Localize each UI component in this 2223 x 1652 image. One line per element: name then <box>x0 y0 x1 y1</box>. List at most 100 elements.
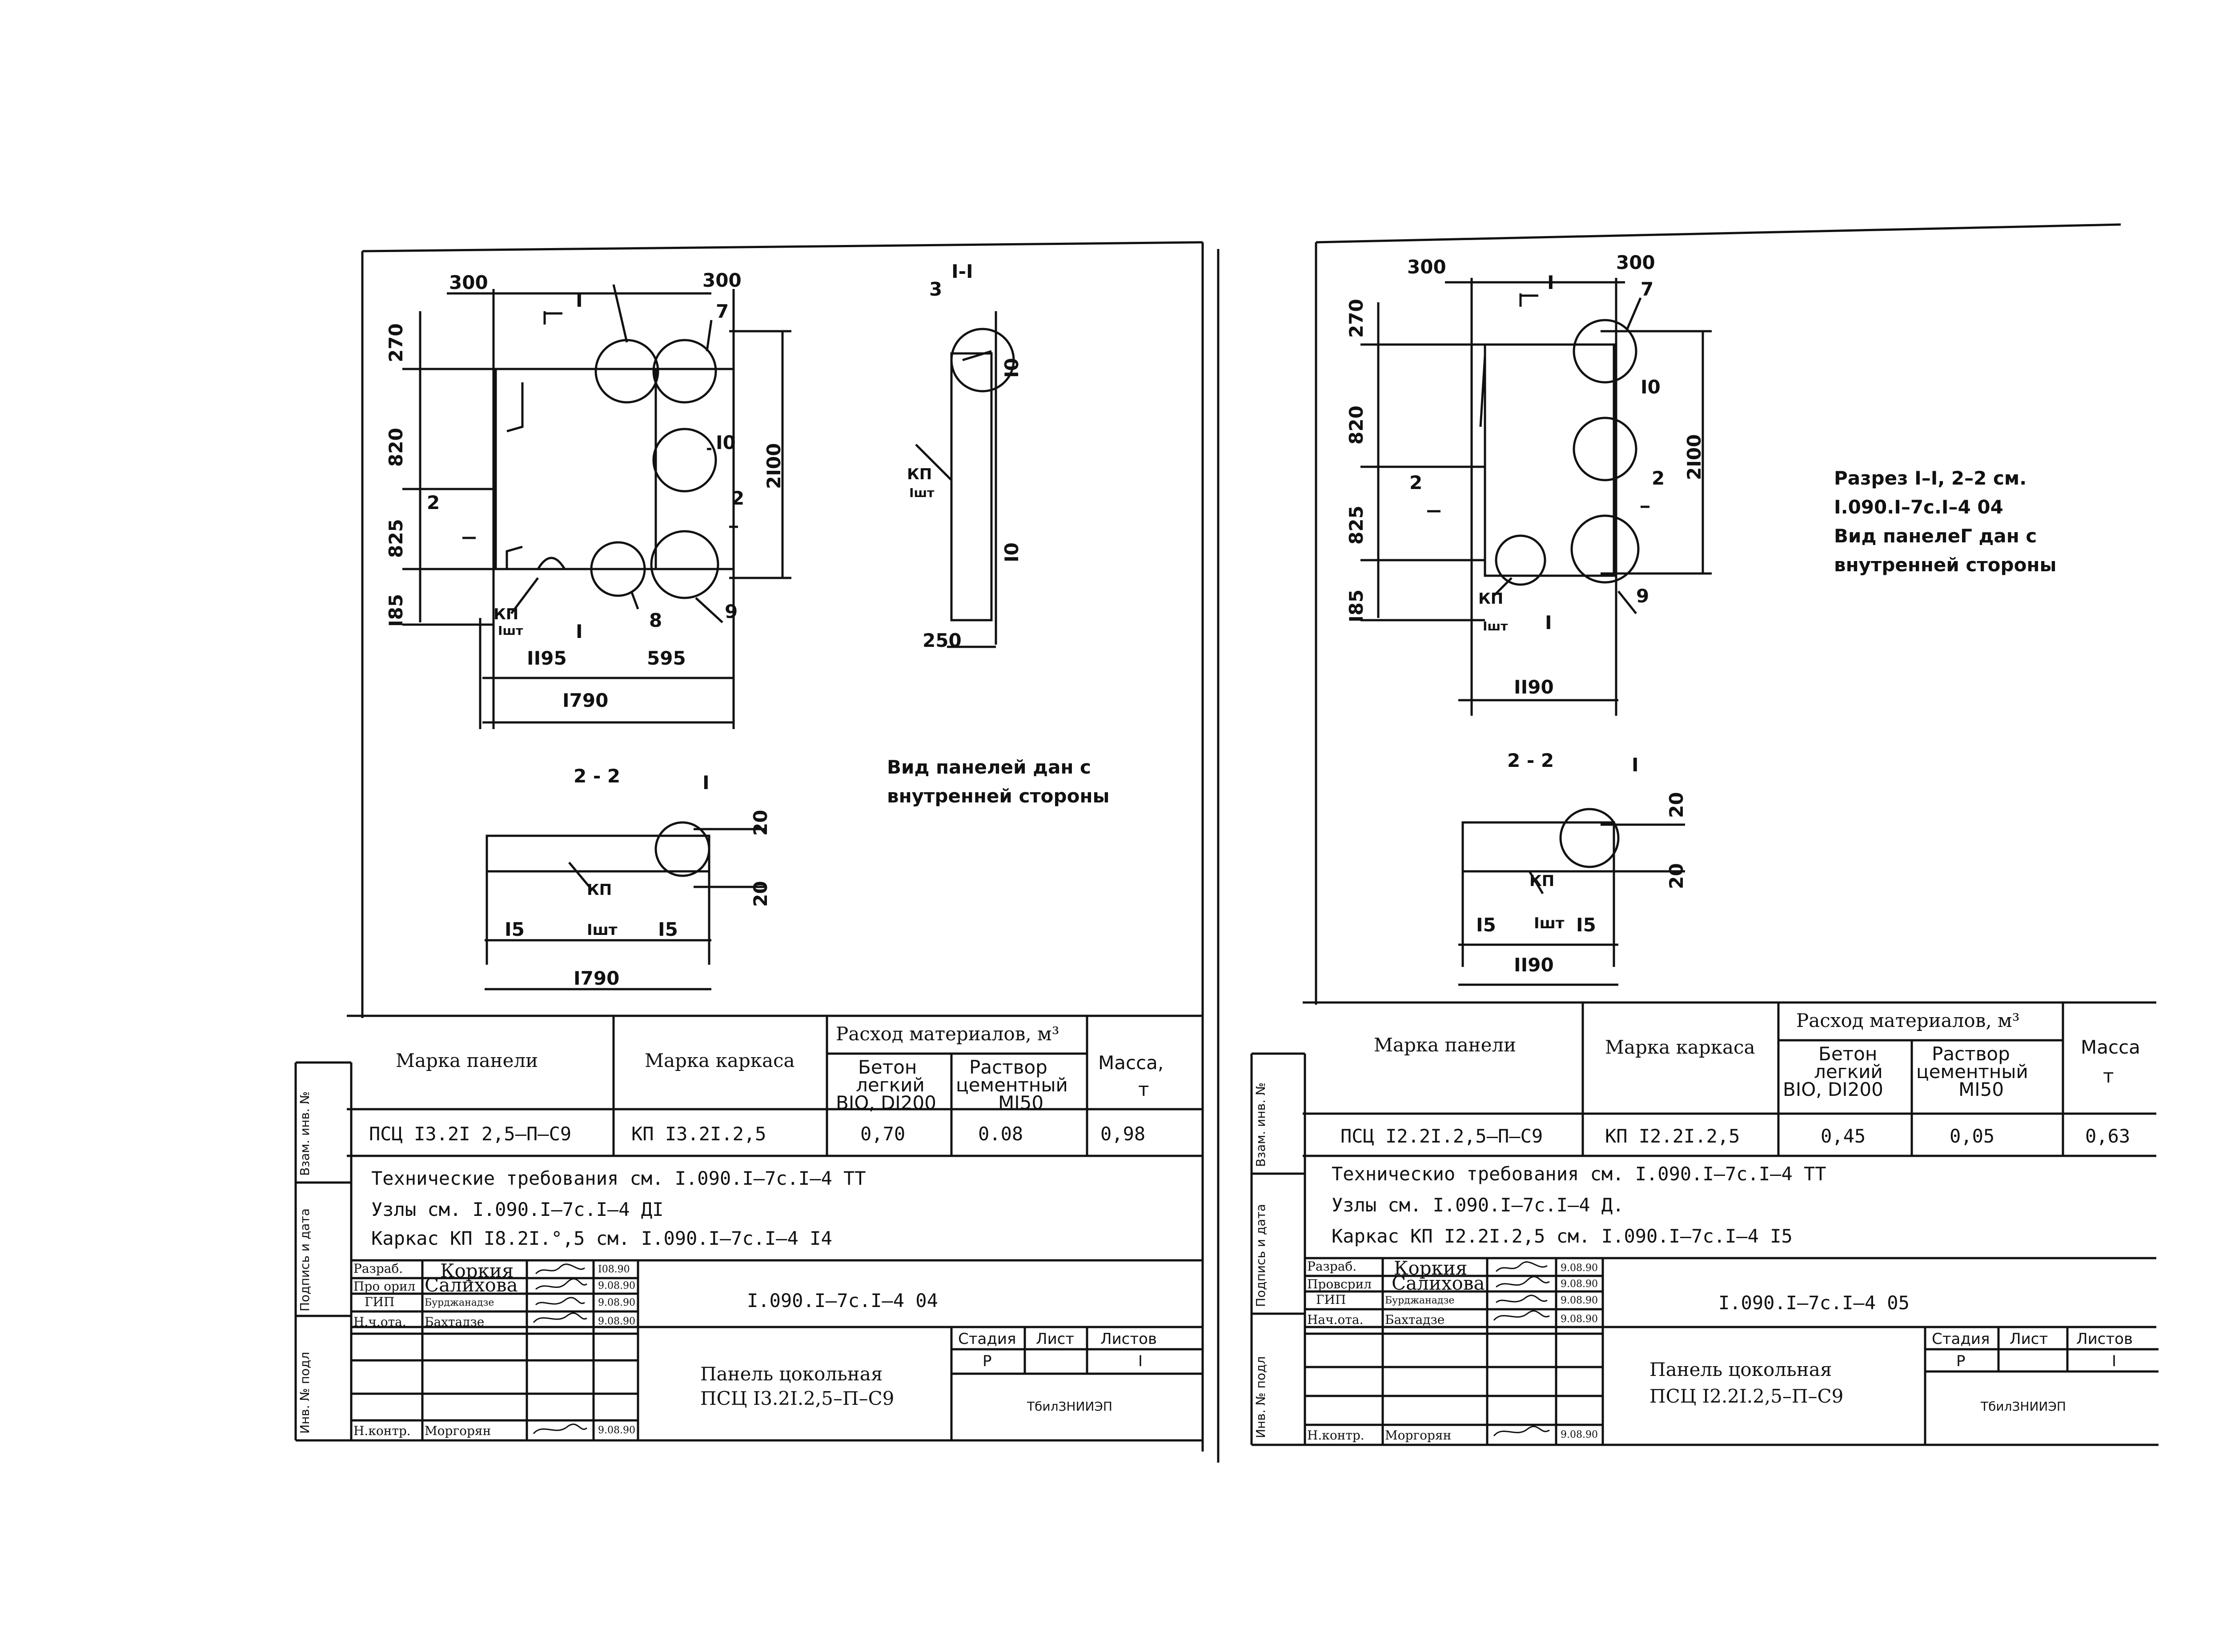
cell-mortar: 0.08 <box>978 1123 1023 1145</box>
r-th-concrete-2: легкий <box>1814 1061 1883 1083</box>
role-row-2: Про орил <box>353 1279 416 1294</box>
section-2-2-kp-qty: Iшт <box>587 921 618 939</box>
r-note-tech-req: Техническио требования см. I.090.I–7c.I–… <box>1332 1163 1826 1185</box>
th-concrete-2: легкий <box>856 1074 925 1096</box>
r-doc-code: I.090.I–7c.I–4 05 <box>1718 1292 1910 1314</box>
callout-7: 7 <box>716 301 729 322</box>
r-th-mortar-1: Раствор <box>1932 1043 2010 1065</box>
callout-8: 8 <box>649 609 662 631</box>
r-role-row-3: ГИП <box>1316 1292 1346 1307</box>
role-row-4: Н.ч.ота. <box>353 1315 406 1329</box>
r-dim-1190: II90 <box>1514 676 1554 698</box>
r-section-2-2-dim-1190: II90 <box>1514 954 1554 976</box>
r-date-row-1: 9.08.90 <box>1561 1263 1598 1274</box>
th-concrete-3: BIO, DI200 <box>836 1092 936 1114</box>
cell-frame-mark: КП I3.2I.2,5 <box>631 1123 766 1145</box>
cell-mass: 0,98 <box>1100 1123 1146 1145</box>
r-th-mass-2: т <box>2103 1065 2114 1087</box>
r-note-line-2: I.090.I–7c.I–4 04 <box>1834 496 2003 518</box>
dim-1790: I790 <box>562 690 609 711</box>
callout-10: I0 <box>716 432 736 453</box>
frame-label-kp: КП <box>494 605 519 623</box>
name-row-3: Бурджанадзе <box>425 1297 494 1308</box>
r-cell-panel-mark: ПСЦ I2.2I.2,5–П–С9 <box>1340 1125 1543 1147</box>
stage-header: Стадия <box>958 1330 1016 1348</box>
r-cell-mortar: 0,05 <box>1950 1125 1995 1147</box>
r-frame-label-kp: КП <box>1478 590 1504 608</box>
r-role-row-7: Н.контр. <box>1307 1428 1364 1443</box>
r-date-row-4: 9.08.90 <box>1561 1314 1598 1325</box>
name-row-1: Коркия <box>440 1260 514 1282</box>
section-1-1-kp-qty: Iшт <box>909 485 935 500</box>
r-sheets-value: I <box>2112 1352 2117 1370</box>
r-dim-300-right: 300 <box>1616 252 1655 273</box>
r-th-material-consumption: Расход материалов, м³ <box>1796 1010 2020 1031</box>
section-2-2-dim-15-right: I5 <box>658 918 678 940</box>
date-row-1: I08.90 <box>598 1264 630 1275</box>
th-mortar-2: цементный <box>956 1074 1068 1096</box>
r-note-line-3: Вид панелеГ дан с <box>1834 525 2037 547</box>
th-mortar-3: MI50 <box>998 1092 1044 1114</box>
dim-595: 595 <box>647 647 686 669</box>
name-row-7: Моргорян <box>425 1423 491 1438</box>
name-row-2: Салихова <box>425 1274 518 1296</box>
th-mortar-1: Раствор <box>969 1056 1047 1078</box>
dim-300-left: 300 <box>449 272 488 293</box>
r-cell-concrete: 0,45 <box>1821 1125 1866 1147</box>
r-role-row-4: Нач.ота. <box>1307 1312 1364 1327</box>
r-date-row-2: 9.08.90 <box>1561 1279 1598 1290</box>
section-2-2-dim-1790: I790 <box>574 967 620 989</box>
r-section-mark-1-bottom: I <box>1545 612 1552 634</box>
r-th-concrete-3: BIO, DI200 <box>1783 1079 1883 1100</box>
section-2-2-title: 2 - 2 <box>574 765 621 787</box>
note-nodes: Узлы см. I.090.I–7c.I–4 ДI <box>371 1199 664 1220</box>
r-section-mark-2-right: 2 <box>1652 467 1665 489</box>
section-mark-1-bottom: I <box>576 621 583 642</box>
section-1-1-title: I-I <box>951 261 973 282</box>
r-th-mortar-3: MI50 <box>1958 1079 2004 1100</box>
r-th-frame-mark: Марка каркаса <box>1605 1036 1755 1058</box>
r-side-label-inv-no: Инв. № подл <box>1253 1356 1268 1438</box>
r-name-row-7: Моргорян <box>1385 1428 1452 1443</box>
th-frame-mark: Марка каркаса <box>645 1050 795 1071</box>
callout-3: 3 <box>929 278 943 300</box>
date-row-4: 9.08.90 <box>598 1316 635 1327</box>
section-2-2-kp: КП <box>587 881 612 899</box>
r-role-row-2: Провсрил <box>1307 1277 1372 1291</box>
th-concrete-1: Бетон <box>858 1056 917 1078</box>
r-stage-header: Стадия <box>1932 1330 1990 1348</box>
r-date-row-7: 9.08.90 <box>1561 1429 1598 1440</box>
doc-code: I.090.I–7c.I–4 04 <box>747 1290 938 1311</box>
th-mass-2: т <box>1138 1079 1149 1100</box>
cell-concrete: 0,70 <box>860 1123 906 1145</box>
r-section-2-2-dim-20-top: 20 <box>1665 792 1687 818</box>
r-section-mark-1-top: I <box>1547 272 1554 293</box>
date-row-7: 9.08.90 <box>598 1425 635 1436</box>
r-note-line-1: Разрез I–I, 2–2 см. <box>1834 467 2027 489</box>
r-dim-270: 270 <box>1345 299 1367 338</box>
r-sheets-header: Листов <box>2076 1330 2133 1348</box>
r-section-2-2-dim-15-right: I5 <box>1576 914 1596 936</box>
r-section-2-2-dim-20-bottom: 20 <box>1665 863 1687 889</box>
date-row-3: 9.08.90 <box>598 1297 635 1308</box>
sheet-header: Лист <box>1036 1330 1075 1348</box>
r-th-mortar-2: цементный <box>1916 1061 2028 1083</box>
dim-300-right: 300 <box>702 269 742 291</box>
r-dim-185: I85 <box>1345 589 1367 622</box>
r-name-row-1: Коркия <box>1394 1257 1468 1279</box>
section-mark-1-top: I <box>576 289 583 311</box>
cell-panel-mark: ПСЦ I3.2I 2,5–П–С9 <box>369 1123 572 1145</box>
section-2-2-dim-15-left: I5 <box>505 918 525 940</box>
r-dim-825: 825 <box>1345 505 1367 545</box>
section-mark-2-left: 2 <box>427 492 440 513</box>
name-row-4: Бахтадзе <box>425 1315 485 1329</box>
note-view-line-2: внутренней стороны <box>887 785 1110 807</box>
role-row-7: Н.контр. <box>353 1423 411 1438</box>
r-name-row-3: Бурджанадзе <box>1385 1295 1455 1306</box>
frame-label-qty: Iшт <box>498 623 523 638</box>
r-dim-2100: 2I00 <box>1683 434 1705 480</box>
note-frame: Каркас КП I8.2I.°,5 см. I.090.I–7c.I–4 I… <box>371 1227 832 1249</box>
r-callout-9: 9 <box>1636 585 1649 607</box>
r-organization: ТбилЗНИИЭП <box>1981 1399 2066 1414</box>
